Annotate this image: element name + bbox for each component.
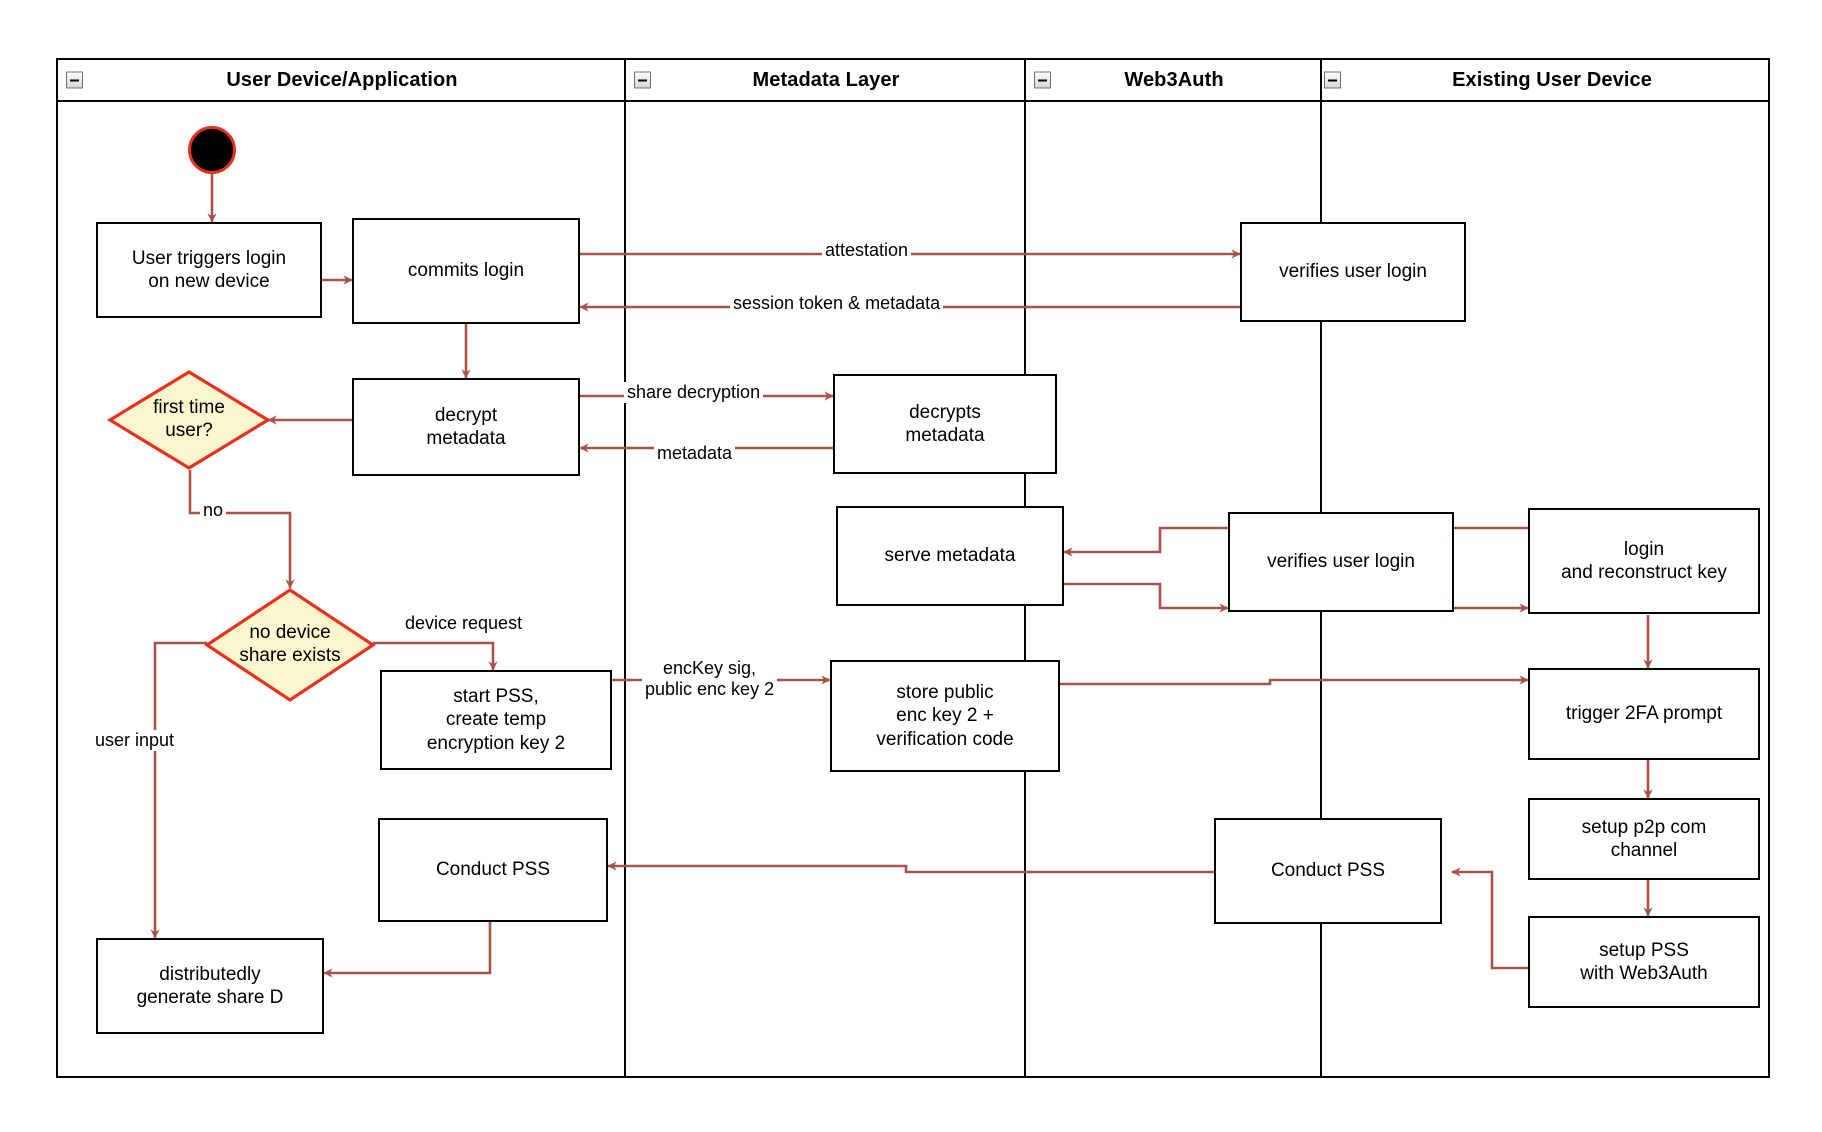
node-label: Conduct PSS [435,859,551,881]
edge-label-enckey-sig: encKey sig, public enc key 2 [642,658,778,701]
diamond-shape [204,588,376,702]
node-label: no device share exists [239,622,341,666]
node-label: User triggers login on new device [131,247,287,292]
node-label: setup PSS with Web3Auth [1580,939,1708,984]
lane-header-user-device[interactable]: User Device/Application [58,60,626,102]
node-label: trigger 2FA prompt [1565,703,1723,725]
node-setup-pss-with-web3auth[interactable]: setup PSS with Web3Auth [1528,916,1760,1008]
node-conduct-pss-web3auth[interactable]: Conduct PSS [1214,818,1442,924]
lane-header-web3auth[interactable]: Web3Auth [1026,60,1322,102]
node-label: decrypt metadata [426,404,506,449]
lane-title-existing-user-device: Existing User Device [1452,68,1652,91]
edge-label-attestation: attestation [822,240,912,262]
edge-label-session-token-metadata: session token & metadata [730,293,944,315]
node-serve-metadata[interactable]: serve metadata [836,506,1064,606]
collapse-minus-icon[interactable] [66,71,83,89]
node-no-device-share-exists[interactable]: no device share exists [204,588,376,702]
node-login-and-reconstruct-key[interactable]: login and reconstruct key [1528,508,1760,614]
edge-label-user-input: user input [92,730,178,752]
node-label: commits login [407,260,525,282]
node-user-triggers-login[interactable]: User triggers login on new device [96,222,322,318]
edge-label-device-request: device request [402,613,526,635]
node-label: store public enc key 2 + verification co… [876,682,1014,750]
edge-label-no: no [200,500,227,522]
node-label: serve metadata [884,545,1016,567]
edge-label-share-decryption: share decryption [624,382,764,404]
lane-title-user-device: User Device/Application [226,68,458,91]
node-label: verifies user login [1279,261,1427,283]
node-verifies-user-login-1[interactable]: verifies user login [1240,222,1466,322]
node-verifies-user-login-2[interactable]: verifies user login [1228,512,1454,612]
node-trigger-2fa-prompt[interactable]: trigger 2FA prompt [1528,668,1760,760]
diamond-shape [106,370,272,470]
node-label: start PSS, create temp encryption key 2 [426,686,566,754]
node-store-public-enc-key[interactable]: store public enc key 2 + verification co… [830,660,1060,772]
collapse-minus-icon[interactable] [634,71,651,89]
collapse-minus-icon[interactable] [1324,71,1341,89]
lane-header-existing-user-device[interactable]: Existing User Device [1322,60,1768,102]
start-node[interactable] [188,126,236,174]
collapse-minus-icon[interactable] [1034,71,1051,89]
node-distributedly-generate-share-d[interactable]: distributedly generate share D [96,938,324,1034]
node-label: verifies user login [1267,551,1415,573]
node-conduct-pss-user[interactable]: Conduct PSS [378,818,608,922]
node-decrypt-metadata[interactable]: decrypt metadata [352,378,580,476]
node-decrypts-metadata[interactable]: decrypts metadata [833,374,1057,474]
node-start-pss[interactable]: start PSS, create temp encryption key 2 [380,670,612,770]
node-label: Conduct PSS [1270,860,1386,882]
node-commits-login[interactable]: commits login [352,218,580,324]
lane-title-metadata-layer: Metadata Layer [752,68,900,91]
lane-header-metadata-layer[interactable]: Metadata Layer [626,60,1026,102]
edge-label-metadata: metadata [654,443,736,465]
node-label: distributedly generate share D [136,963,284,1008]
node-label: login and reconstruct key [1561,538,1727,583]
lane-title-web3auth: Web3Auth [1124,68,1224,91]
node-label: setup p2p com channel [1581,816,1707,861]
lane-divider-1 [624,60,626,1076]
node-label: decrypts metadata [905,401,985,446]
node-setup-p2p-com-channel[interactable]: setup p2p com channel [1528,798,1760,880]
node-label: first time user? [153,397,225,441]
node-first-time-user[interactable]: first time user? [106,370,272,470]
